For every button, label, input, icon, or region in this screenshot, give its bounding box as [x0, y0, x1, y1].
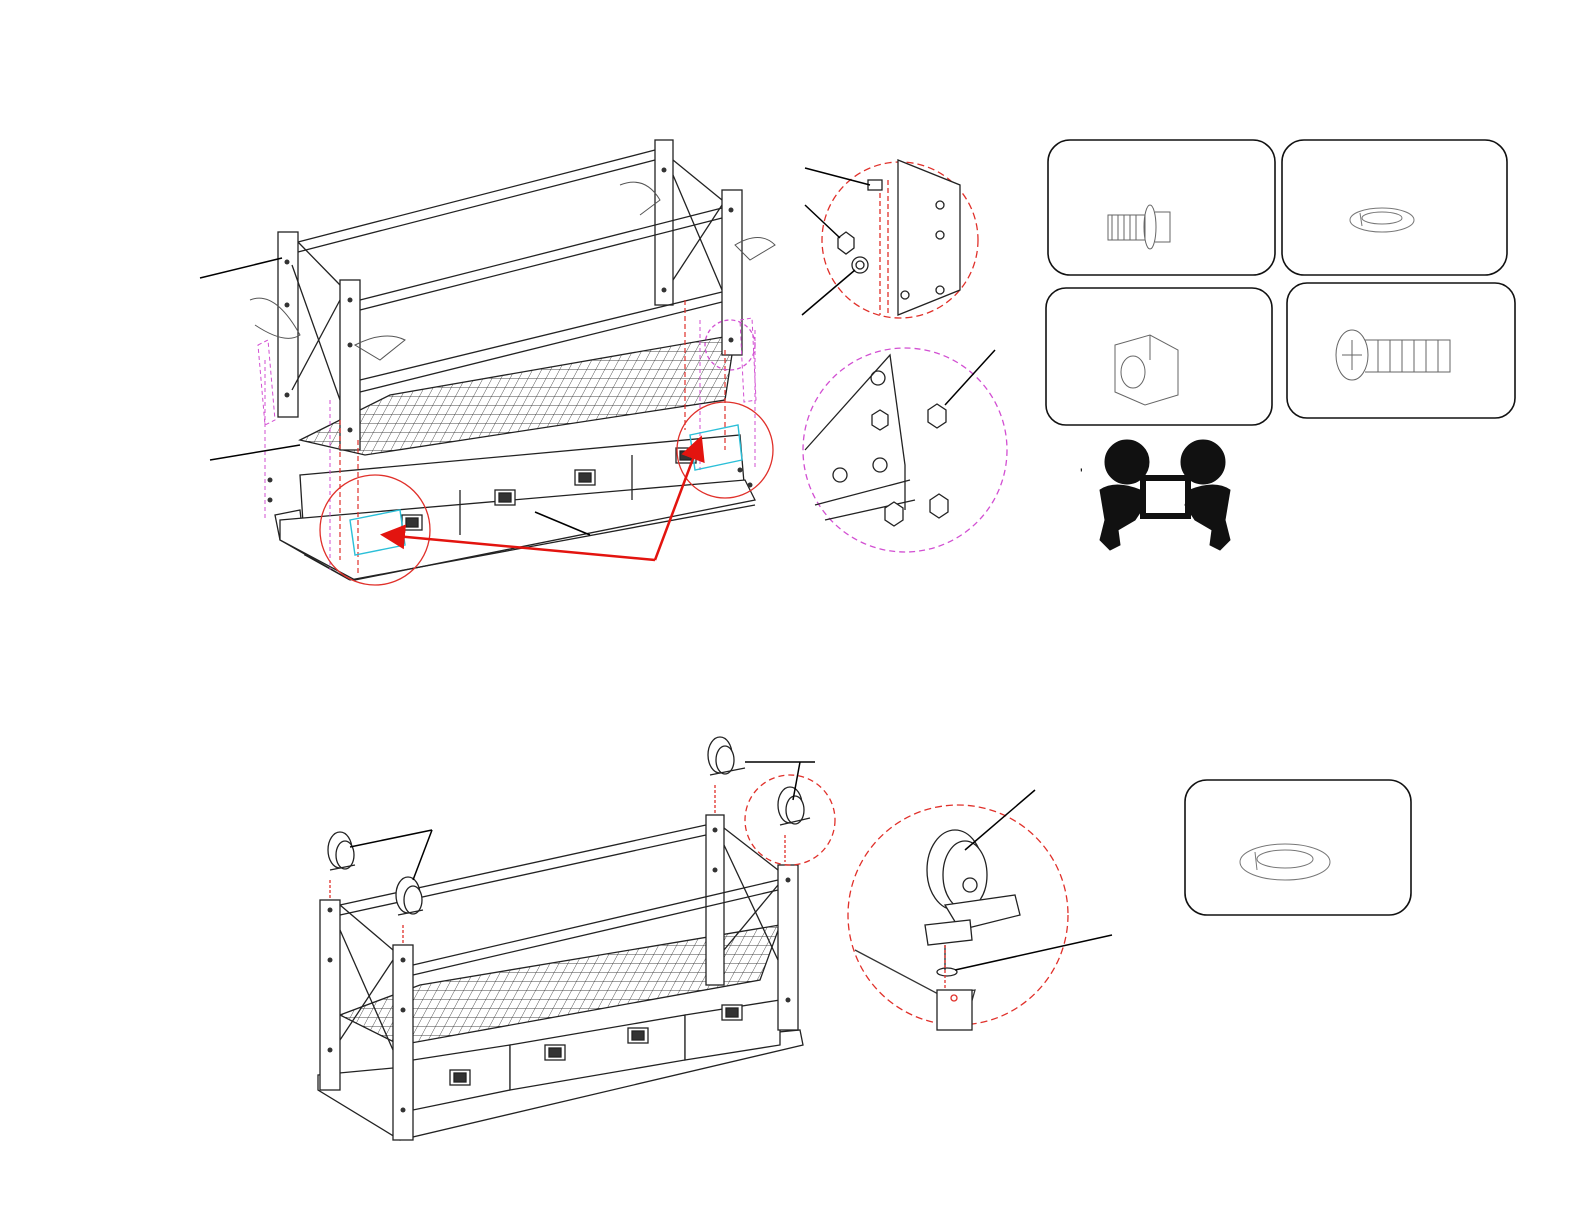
step-caster-installation	[318, 737, 835, 1140]
caster-wheel-icon	[925, 830, 1020, 970]
caster-wheel-icon	[708, 737, 745, 815]
caster-wheel-icon	[328, 832, 355, 900]
hardware-box-flange-bolt	[1048, 140, 1275, 275]
hardware-box-phillips-screw	[1287, 283, 1515, 418]
note-tick: '	[1080, 465, 1083, 481]
caster-wheels	[328, 737, 810, 945]
hardware-box-lock-washer-caster	[1185, 780, 1411, 915]
lock-washer-icon	[937, 968, 957, 976]
detail-corner-bolts	[803, 348, 1007, 552]
flange-bolt-icon	[868, 180, 882, 190]
detail-caster-mount	[848, 790, 1112, 1030]
hardware-box-lock-washer	[1282, 140, 1507, 275]
hardware-box-hex-nut	[1046, 288, 1272, 425]
two-person-lift-icon	[1100, 440, 1230, 550]
caster-wheel-icon	[396, 877, 423, 945]
hex-nut-icon	[838, 232, 854, 254]
detail-side-bracket	[802, 160, 978, 318]
